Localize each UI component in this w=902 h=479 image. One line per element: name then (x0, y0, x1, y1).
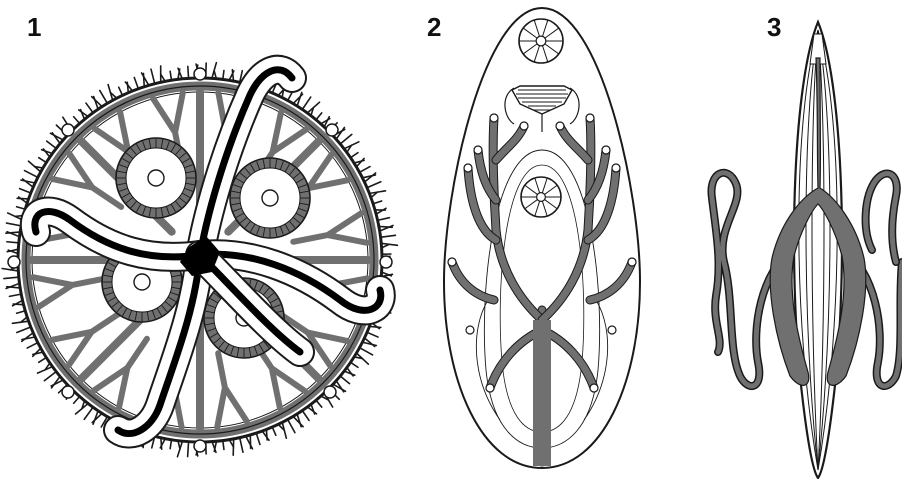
gut-tip (448, 258, 456, 266)
gut-tip (520, 122, 528, 130)
gut-tip (464, 164, 472, 172)
medusa-figure (2, 63, 397, 457)
gut-tip (586, 114, 594, 122)
wheel-organ-middle (521, 177, 561, 217)
gut-tip (602, 146, 610, 154)
gut-tip (556, 122, 564, 130)
gut-tip (486, 384, 494, 392)
gut-tip (466, 326, 474, 334)
gut-tip (608, 326, 616, 334)
gut-tip (474, 146, 482, 154)
gut-tip (490, 114, 498, 122)
gonad (116, 138, 196, 218)
gut-tip (612, 164, 620, 172)
gonad (230, 158, 310, 238)
wheel-organ-top (519, 19, 563, 63)
ovoid-body-figure (444, 8, 640, 468)
gut-tip (628, 258, 636, 266)
gut-tip (590, 384, 598, 392)
spindle-body-figure (711, 22, 902, 478)
